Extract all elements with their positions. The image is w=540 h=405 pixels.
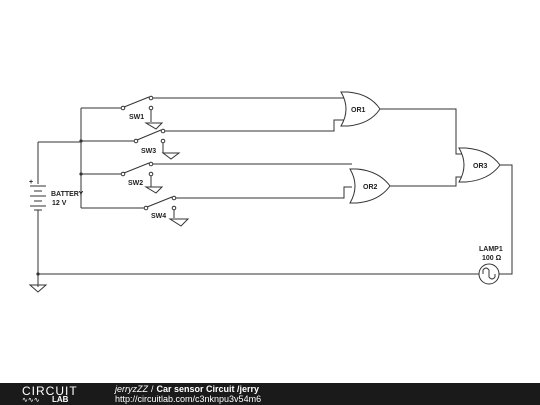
logo-circuit-text: CIRCUIT bbox=[22, 384, 78, 398]
ground-symbol-battery bbox=[28, 284, 48, 293]
switch-sw4[interactable] bbox=[143, 195, 190, 227]
switch-sw3[interactable] bbox=[133, 128, 181, 160]
battery-value: 12 V bbox=[52, 200, 67, 207]
sw3-label: SW3 bbox=[141, 148, 156, 155]
or1-output-wire bbox=[380, 108, 462, 155]
circuit-schematic: + BATTERY 12 V SW1 SW3 SW2 bbox=[28, 91, 513, 293]
sw4-label: SW4 bbox=[151, 213, 166, 220]
circuitlab-logo: CIRCUIT ∿∿∿ LAB bbox=[22, 384, 94, 404]
battery-label: BATTERY bbox=[51, 191, 84, 198]
battery-plus-sign: + bbox=[29, 179, 33, 186]
or-gate-or2 bbox=[349, 168, 391, 204]
circuit-title-line: jerryzZZ/Car sensor Circuit /jerry bbox=[115, 384, 259, 394]
sw4-output-wire bbox=[176, 186, 352, 199]
lamp-value: 100 Ω bbox=[482, 255, 502, 262]
junction-dot bbox=[79, 172, 83, 176]
or2-label: OR2 bbox=[363, 184, 378, 191]
sw2-label: SW2 bbox=[128, 180, 143, 187]
or-gate-or1 bbox=[340, 91, 381, 127]
logo-lab-text: LAB bbox=[52, 395, 69, 404]
junction-dot bbox=[36, 272, 40, 276]
sw3-output-wire bbox=[165, 119, 344, 132]
lamp-symbol bbox=[478, 263, 500, 285]
footer-bar: CIRCUIT ∿∿∿ LAB jerryzZZ/Car sensor Circ… bbox=[0, 383, 540, 405]
logo-wave-icon: ∿∿∿ bbox=[22, 397, 40, 404]
title-separator: / bbox=[151, 384, 154, 394]
switch-sw1[interactable] bbox=[120, 95, 164, 130]
junction-dot bbox=[79, 139, 83, 143]
circuit-name: Car sensor Circuit /jerry bbox=[156, 384, 260, 394]
or3-label: OR3 bbox=[473, 163, 488, 170]
circuit-url-link[interactable]: http://circuitlab.com/c3nknpu3v54m6 bbox=[115, 394, 262, 404]
or1-label: OR1 bbox=[351, 107, 366, 114]
battery-symbol bbox=[30, 185, 46, 211]
or-gate-or3 bbox=[458, 147, 501, 183]
or3-output-wire bbox=[499, 164, 513, 275]
switch-sw2[interactable] bbox=[120, 161, 164, 194]
lamp-label: LAMP1 bbox=[479, 246, 503, 253]
or2-output-wire bbox=[390, 176, 462, 187]
sw1-label: SW1 bbox=[129, 114, 144, 121]
author-name[interactable]: jerryzZZ bbox=[115, 384, 148, 394]
